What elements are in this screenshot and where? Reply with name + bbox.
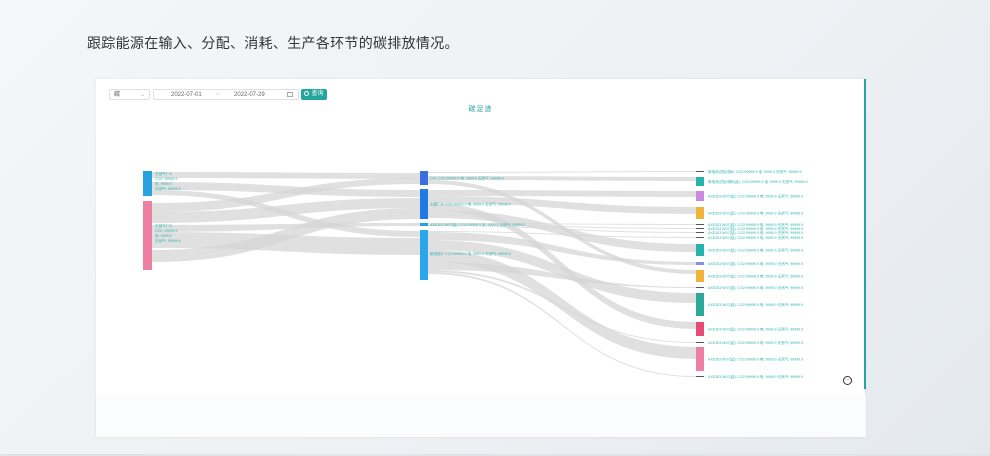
sankey-target-label: AXE303 W07(延): CO2:99999.9 电: 9999.9 天然气… — [708, 194, 803, 199]
sankey-source-label: 电: 9999.9 — [155, 233, 172, 238]
sankey-link-10 — [428, 176, 696, 181]
sankey-source-label: 天然气: 99999.9 — [155, 186, 181, 191]
card-accent-bar — [864, 79, 866, 389]
sankey-link-16 — [428, 223, 696, 225]
sankey-link-20 — [428, 232, 696, 265]
sankey-link-17 — [428, 224, 696, 229]
sankey-link-8 — [152, 208, 420, 262]
sankey-target-label: AXE303 W07(延): CO2:99999.9 电: 9999.9 天然气… — [708, 357, 803, 362]
query-button[interactable]: 查询 — [301, 89, 327, 100]
sankey-target-node — [696, 293, 704, 316]
sankey-middle-node — [420, 230, 428, 280]
sankey-target-node — [696, 191, 704, 201]
sankey-target-label: AXE303 W07(延): CO2:99999.9 电: 9999.9 天然气… — [708, 211, 803, 216]
sankey-target-label: AXE303 W07(延): CO2:99999.9 电: 9999.9 天然气… — [708, 327, 803, 332]
sankey-source-label: 天然气: 99999.9 — [155, 238, 181, 243]
sankey-link-7 — [152, 232, 420, 255]
sankey-target-label: AXE303 W07(延): CO2:99999.9 电: 9999.9 天然气… — [708, 230, 803, 235]
sankey-target-node — [696, 287, 704, 288]
sankey-source-node — [143, 201, 152, 270]
sankey-middle-node — [420, 189, 428, 219]
sankey-target-label: AXE303 W07(延): CO2:99999.9 电: 9999.9 天然气… — [708, 302, 803, 307]
page-heading: 跟踪能源在输入、分配、消耗、生产各环节的碳排放情况。 — [87, 35, 459, 51]
sankey-target-node — [696, 232, 704, 233]
sankey-target-label: 碳电池试验2期B(延): CO2:99999.9 电: 9999.9 天然气: … — [708, 179, 808, 184]
metric-select[interactable]: 碳 ⌄ — [109, 89, 150, 100]
sankey-target-node — [696, 244, 704, 256]
sankey-link-4 — [152, 178, 420, 212]
sankey-target-label: AXE303 W07(延): CO2:99999.9 电: 9999.9 天然气… — [708, 274, 803, 279]
sankey-middle-label: 主配厂A: CO2:99999.9 电: 9999.9 天然气: 99999.9 — [430, 202, 511, 207]
sankey-target-node — [696, 347, 704, 371]
sankey-middle-node — [420, 171, 428, 185]
sankey-source-label: 天然气厂A — [155, 171, 172, 176]
sankey-link-9 — [428, 171, 696, 173]
sankey-link-18 — [428, 225, 696, 233]
metric-select-value: 碳 — [114, 92, 121, 98]
sankey-middle-label: AXE303 W07(延): CO2:99999.9 电: 9999.9 天然气… — [430, 222, 525, 227]
sankey-middle-label: DXI: CO2:99999.9 电: 9999.9 天然气: 99999.9 — [430, 176, 504, 181]
sankey-link-15 — [428, 210, 696, 252]
sankey-source-label: CO2: 99999.9 — [155, 229, 177, 233]
date-range-picker[interactable]: 2022-07-01 ~ 2022-07-29 — [153, 89, 299, 100]
sankey-target-label: AXE303 W07(延): CO2:99999.9 电: 9999.9 天然气… — [708, 340, 803, 345]
sankey-target-node — [696, 270, 704, 282]
sankey-target-node — [696, 177, 704, 186]
sankey-link-1 — [152, 172, 420, 179]
sankey-link-13 — [428, 196, 696, 214]
sankey-target-node — [696, 171, 704, 172]
sankey-link-25 — [428, 272, 696, 377]
chat-icon[interactable]: ⋯ — [843, 376, 852, 385]
sankey-link-14 — [428, 203, 696, 329]
sankey-link-21 — [428, 240, 696, 303]
sankey-middle-label: 碳排放A: CO2:99999.9 电: 9999.9 天然气: 99999.9 — [430, 251, 511, 256]
query-button-label: 查询 — [311, 91, 324, 97]
bottom-divider — [0, 454, 990, 456]
sankey-link-22 — [428, 250, 696, 359]
sankey-source-node — [143, 171, 152, 196]
sankey-link-6 — [152, 223, 420, 232]
sankey-link-19 — [428, 231, 696, 238]
sankey-target-node — [696, 237, 704, 238]
sankey-target-label: AXE303 W07(延): CO2:99999.9 电: 9999.9 天然气… — [708, 285, 803, 290]
sankey-source-label: 天然气厂B — [155, 223, 172, 228]
calendar-icon[interactable] — [287, 92, 293, 97]
sankey-target-label: AXE303 W07(延): CO2:99999.9 电: 9999.9 天然气… — [708, 248, 803, 253]
sankey-target-label: AXE303 W07(延): CO2:99999.9 电: 9999.9 天然气… — [708, 222, 803, 227]
sankey-middle-node — [420, 223, 428, 226]
chevron-down-icon: ⌄ — [139, 92, 145, 98]
sankey-target-node — [696, 322, 704, 336]
sankey-link-5 — [152, 198, 420, 223]
sankey-target-node — [696, 228, 704, 229]
end-date[interactable]: 2022-07-29 — [234, 92, 265, 98]
sankey-target-label: AXE303 W07(延): CO2:99999.9 电: 9999.9 天然气… — [708, 261, 803, 266]
sankey-target-node — [696, 207, 704, 219]
sankey-link-24 — [428, 270, 696, 343]
sankey-target-node — [696, 376, 704, 377]
sankey-target-label: AXE303 W07(延): CO2:99999.9 电: 9999.9 天然气… — [708, 374, 803, 379]
chart-title: 碳足迹 — [468, 106, 493, 113]
sankey-target-label: AXE303 W07(延): CO2:99999.9 电: 9999.9 天然气… — [708, 235, 803, 240]
sankey-link-2 — [152, 182, 420, 197]
sankey-target-node — [696, 262, 704, 265]
card-footer — [96, 395, 866, 437]
start-date[interactable]: 2022-07-01 — [171, 92, 202, 98]
sankey-target-label: 碳电池试验2期A: CO2:99999.9 电: 9999.9 天然气: 999… — [708, 169, 802, 174]
sankey-link-12 — [428, 190, 696, 197]
sankey-target-label: AXE303 W07(延): CO2:99999.9 电: 9999.9 天然气… — [708, 226, 803, 231]
search-icon — [304, 90, 310, 96]
sankey-target-node — [696, 342, 704, 343]
sankey-target-node — [696, 224, 704, 225]
sankey-link-23 — [428, 262, 696, 288]
range-separator: ~ — [216, 92, 220, 98]
sankey-source-label: 电: 9999.9 — [155, 181, 172, 186]
sankey-source-label: CO2: 99999.9 — [155, 177, 177, 181]
